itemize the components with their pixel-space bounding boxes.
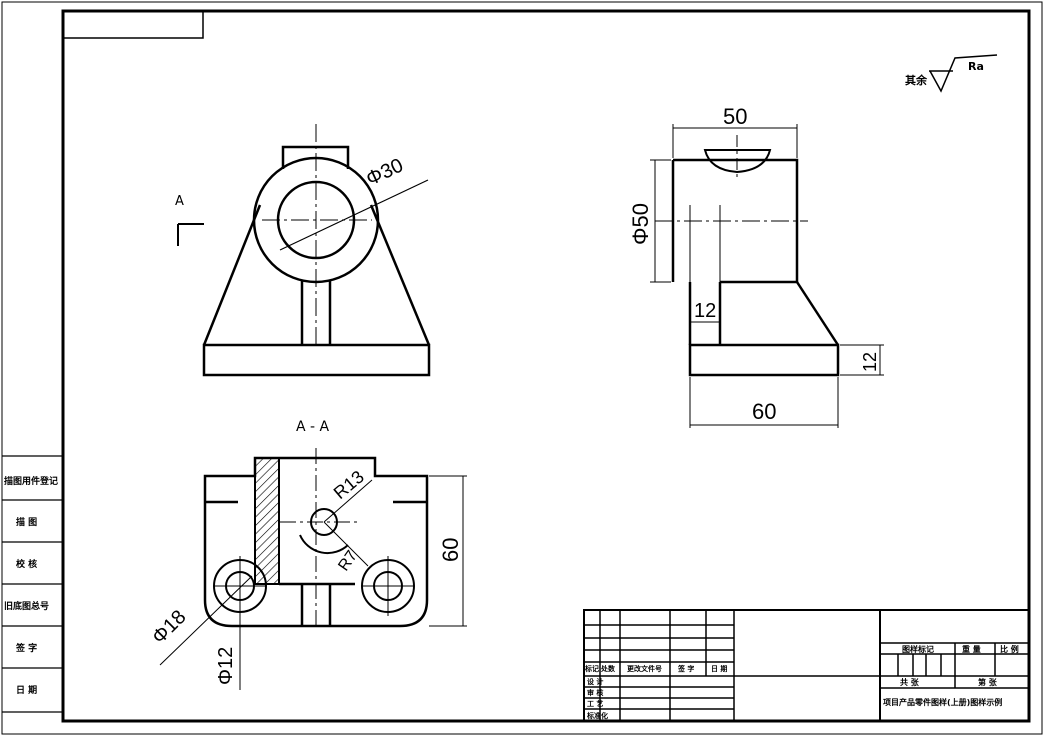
tb-header-0: 图样标记 bbox=[902, 644, 934, 654]
front-base bbox=[202, 343, 431, 377]
title-block bbox=[583, 609, 1030, 722]
tb-label-8: 标准化 bbox=[586, 711, 608, 720]
tb-label-2: 更改文件号 bbox=[627, 664, 662, 673]
dim-section-r13: R13 bbox=[330, 467, 368, 504]
section-dimensions bbox=[159, 475, 467, 690]
side-view bbox=[655, 135, 840, 377]
drawing-frame bbox=[61, 9, 1031, 723]
roughness-label: Ra bbox=[968, 60, 984, 73]
tb-label-3: 签 字 bbox=[677, 664, 694, 673]
section-marker-a: A bbox=[175, 194, 204, 246]
section-title: A - A bbox=[296, 419, 330, 435]
front-view bbox=[202, 124, 431, 377]
roughness-symbol: 其余 Ra bbox=[905, 54, 998, 93]
roughness-prefix: 其余 bbox=[905, 73, 928, 87]
tb-label-4: 日 期 bbox=[711, 664, 727, 673]
tb-label-0: 标记 bbox=[584, 664, 599, 673]
dim-section-height: 60 bbox=[438, 538, 463, 562]
section-marker-letter: A bbox=[175, 194, 184, 209]
dim-side-base-thickness: 12 bbox=[860, 352, 880, 372]
dim-section-phi12: Φ12 bbox=[215, 647, 237, 685]
tb-header-2: 比 例 bbox=[1000, 644, 1019, 654]
section-view bbox=[203, 448, 429, 628]
left-strip-label-1: 描 图 bbox=[16, 516, 37, 528]
dim-side-width-top: 50 bbox=[723, 104, 747, 129]
tb-label-5: 设 计 bbox=[587, 677, 603, 686]
dim-side-diameter: Φ50 bbox=[628, 203, 653, 245]
tb-label-7: 工 艺 bbox=[587, 699, 603, 708]
top-left-box bbox=[62, 10, 204, 39]
tb-label-1: 处数 bbox=[600, 664, 616, 673]
tb-row2-0: 共 张 bbox=[900, 677, 920, 687]
tb-row2-1: 第 张 bbox=[978, 677, 998, 687]
left-strip-label-3: 旧底图总号 bbox=[4, 600, 49, 612]
left-strip bbox=[2, 455, 63, 713]
side-view-dimensions bbox=[650, 124, 884, 428]
dim-side-rib: 12 bbox=[694, 300, 716, 322]
left-strip-label-4: 签 字 bbox=[15, 642, 37, 654]
left-strip-label-5: 日 期 bbox=[16, 684, 37, 696]
left-strip-label-0: 描图用件登记 bbox=[4, 475, 58, 487]
left-strip-label-2: 校 核 bbox=[16, 558, 37, 570]
tb-company: 项目产品零件图样(上册)图样示例 bbox=[883, 697, 1002, 707]
tb-header-1: 重 量 bbox=[962, 644, 981, 654]
tb-label-6: 审 核 bbox=[587, 688, 603, 697]
dim-side-base-length: 60 bbox=[752, 399, 776, 424]
dim-bore-phi30: Φ30 bbox=[363, 154, 407, 190]
